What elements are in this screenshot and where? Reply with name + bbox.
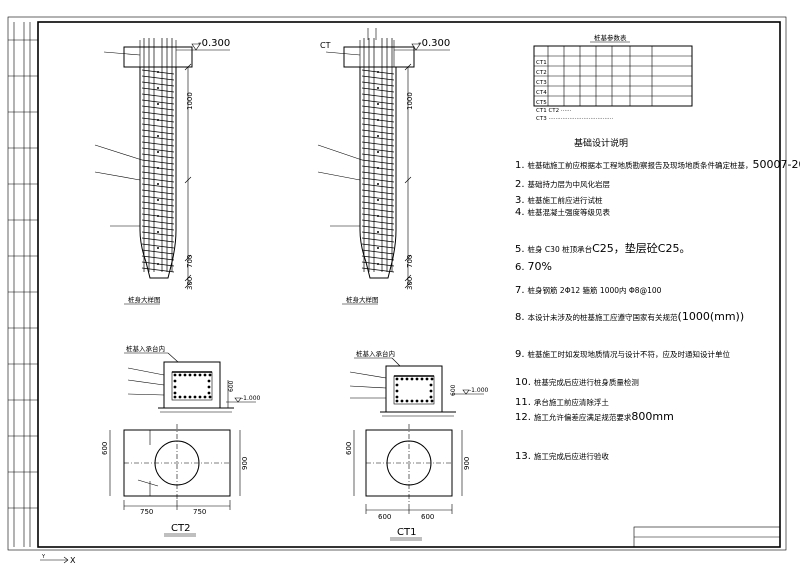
ct1-label: CT1 [397,527,416,538]
svg-text:1000: 1000 [406,92,414,110]
table-cell: CT3 [536,80,547,86]
note-item: 12.施工允许偏差应满足规范要求800mm [515,410,674,423]
note-item: 2.基础持力层为中风化岩层 [515,179,611,190]
note-emphasis: (1000(mm)) [677,310,745,323]
axis-marker: X Y [40,554,76,565]
ct2-dim-side: 900 [241,457,249,470]
note-item: 8.本设计未涉及的桩基施工应遵守国家有关规范(1000(mm)) [515,310,745,323]
notes-title: 基础设计说明 [574,140,628,149]
note-text: 桩基混凝土强度等级见表 [527,208,611,217]
table-cell: CT2 [536,70,547,76]
table-title: 桩基参数表 [594,33,627,42]
pile-right: -0.300 1000 700 300 桩身大样图 CT [317,28,450,305]
dim-right-300: 300 [406,277,414,290]
note-number: 1. [515,160,525,171]
svg-text:1000: 1000 [186,92,194,110]
ct2-cap-in-label: 桩基入承台内 [126,344,165,353]
ct2-label: CT2 [171,523,190,534]
ct2-plan: 750 750 600 900 CT2 [101,424,249,537]
note-item: 1.桩基础施工前应根据本工程地质勘察报告及现场地质条件确定桩基，50007-20… [515,158,800,171]
ct1-dim-left: 600 [378,513,391,521]
note-number: 3. [515,195,525,206]
ct1-elev: -1.000 [469,387,489,394]
inner-frame [37,21,781,548]
note-number: 11. [515,397,531,408]
note-text: 桩身 C30 桩顶承台 [527,245,593,254]
note-item: 5.桩身 C30 桩顶承台C25，垫层砼C25。 [515,242,691,255]
note-number: 10. [515,377,531,388]
dim-left-700: 700 [186,255,194,268]
note-item: 3.桩基施工前应进行试桩 [515,195,603,206]
note-number: 8. [515,312,525,323]
note-text: 桩基施工时如发现地质情况与设计不符，应及时通知设计单位 [527,350,731,359]
pile-left: -0.300 1000 700 300 桩身大样图 [94,38,230,305]
ct1-dim-top: 600 [345,442,353,455]
note-number: 9. [515,349,525,360]
note-item: 6.70% [515,260,552,273]
note-text: 桩基础施工前应根据本工程地质勘察报告及现场地质条件确定桩基， [527,161,753,170]
note-text: 本设计未涉及的桩基施工应遵守国家有关规范 [527,313,678,322]
ct2-section: 桩基入承台内 -1.000 600 [124,344,261,413]
dim-left-300: 300 [186,277,194,290]
note-number: 4. [515,207,525,218]
elev-left-top: -0.300 [198,38,230,49]
dim-right-700: 700 [406,255,414,268]
ct2-dim-right: 750 [193,508,206,516]
elev-right-top: -0.300 [418,38,450,49]
note-emphasis: 800mm [631,410,674,423]
ct1-cap-in-label: 桩基入承台内 [356,349,395,358]
note-emphasis: 50007-2002。 [752,158,800,171]
svg-text:CT3 ··························: CT3 ····································… [536,116,613,122]
note-item: 11.承台施工前应清除浮土 [515,397,609,408]
table-cell: CT1 [536,60,547,66]
ct2-section-h: 600 [228,380,235,392]
ct1-dim-right: 600 [421,513,434,521]
note-text: 施工允许偏差应满足规范要求 [533,413,632,422]
ct2-dim-left: 750 [140,508,153,516]
axis-x-label: X [70,556,76,565]
binding-strip [8,22,38,547]
pile-left-caption: 桩身大样图 [128,295,161,304]
note-text: 承台施工前应清除浮土 [533,398,609,407]
note-item: 7.桩身钢筋 2Φ12 箍筋 1000内 Φ8@100 [515,285,662,296]
ct1-dim-side: 900 [463,457,471,470]
note-number: 13. [515,451,531,462]
outer-frame [7,16,787,551]
notes-title-text: 基础设计说明 [574,139,629,149]
note-emphasis: C25，垫层砼C25。 [592,242,691,255]
pile-right-caption: 桩身大样图 [346,295,379,304]
ct1-section: 桩基入承台内 -1.000 600 [349,349,489,417]
svg-text:CT: CT [320,41,331,50]
table-cell: CT4 [536,90,547,96]
note-item: 9.桩基施工时如发现地质情况与设计不符，应及时通知设计单位 [515,349,731,360]
note-emphasis: 70% [527,260,552,273]
svg-text:CT1 CT2 ······: CT1 CT2 ······ [536,108,572,114]
ct1-section-h: 600 [450,384,457,396]
note-number: 2. [515,179,525,190]
table-cell: CT5 [536,100,547,106]
ct2-dim-top: 600 [101,442,109,455]
axis-y-label: Y [41,554,46,560]
note-text: 桩身钢筋 2Φ12 箍筋 1000内 Φ8@100 [527,286,662,295]
note-text: 基础持力层为中风化岩层 [527,180,611,189]
note-number: 5. [515,244,525,255]
note-item: 4.桩基混凝土强度等级见表 [515,207,611,218]
note-number: 6. [515,262,525,273]
note-number: 7. [515,285,525,296]
note-text: 施工完成后应进行验收 [533,452,609,461]
note-item: 10.桩基完成后应进行桩身质量检测 [515,377,639,388]
title-block [633,526,781,548]
note-text: 桩基完成后应进行桩身质量检测 [533,378,639,387]
note-text: 桩基施工前应进行试桩 [527,196,603,205]
note-number: 12. [515,412,531,423]
ct1-plan: 600 600 600 900 CT1 [345,424,471,541]
ct2-elev: -1.000 [241,395,261,402]
note-item: 13.施工完成后应进行验收 [515,451,609,462]
